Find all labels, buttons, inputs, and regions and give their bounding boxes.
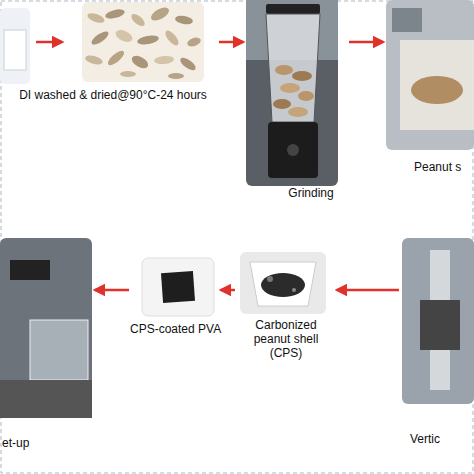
raw-shell-photo (0, 8, 30, 84)
process-step: Peanut s (384, 0, 474, 178)
coated-pva-photo (142, 258, 214, 316)
process-step: et-up (0, 236, 94, 454)
powder-photo (386, 0, 474, 150)
flow-arrow (337, 289, 399, 292)
furnace-photo (402, 238, 474, 404)
cps-powder-photo (240, 252, 326, 314)
washed-shell-photo (82, 2, 204, 82)
flow-arrow (95, 289, 129, 292)
process-step: CPS-coated PVA (130, 256, 220, 342)
process-step: Grinding (244, 0, 348, 205)
step-caption: Grinding (274, 186, 348, 200)
step-caption: Vertic (410, 432, 474, 446)
flow-arrow (219, 41, 243, 44)
flow-arrow (221, 289, 235, 292)
blender-photo (246, 0, 338, 186)
step-caption: et-up (2, 436, 92, 450)
process-step: Carbonized peanut shell (CPS) (236, 250, 336, 354)
setup-photo (0, 238, 92, 418)
step-caption: DI washed & dried@90°C-24 hours (8, 88, 218, 102)
flow-arrow (349, 41, 383, 44)
step-caption: Peanut s (414, 160, 474, 174)
process-step: Vertic (400, 236, 474, 452)
flow-arrow (36, 41, 62, 44)
step-caption: CPS-coated PVA (130, 322, 220, 336)
process-step: DI washed & dried@90°C-24 hours (8, 2, 218, 110)
step-caption: Carbonized peanut shell (CPS) (236, 318, 336, 360)
